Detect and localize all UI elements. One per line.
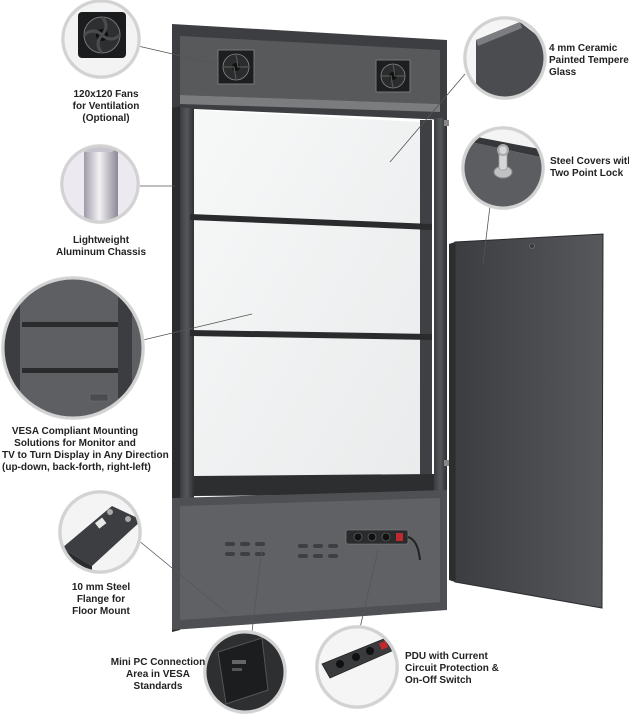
callout-chassis: Lightweight Aluminum Chassis (55, 235, 147, 258)
callout-mini-pc: Mini PC Connection Area in VESA Standard… (110, 657, 206, 692)
fan-left (217, 49, 255, 85)
fan-right (375, 59, 411, 93)
inset-chassis (60, 144, 140, 224)
leader-lines (137, 45, 491, 633)
steel-cover-door (449, 233, 604, 609)
callout-glass: 4 mm Ceramic Painted Tempered Glass (549, 43, 629, 78)
inset-fan (61, 0, 141, 79)
callout-fans: 120x120 Fans for Ventilation (Optional) (72, 89, 140, 124)
inset-glass (463, 16, 547, 100)
callout-pdu: PDU with Current Circuit Protection & On… (405, 651, 499, 686)
kiosk-cabinet (172, 24, 449, 632)
inset-pdu (315, 625, 399, 709)
pdu-strip (345, 529, 421, 561)
inset-lock (461, 126, 545, 210)
callout-vesa-mount: VESA Compliant Mounting Solutions for Mo… (2, 426, 169, 473)
callout-steel-covers: Steel Covers with Two Point Lock (550, 156, 629, 179)
inset-flange (58, 490, 142, 574)
inset-vesa-mount (1, 276, 145, 420)
inset-mini-pc (203, 630, 287, 714)
tempered-glass (194, 110, 420, 484)
callout-flange: 10 mm Steel Flange for Floor Mount (71, 582, 131, 617)
